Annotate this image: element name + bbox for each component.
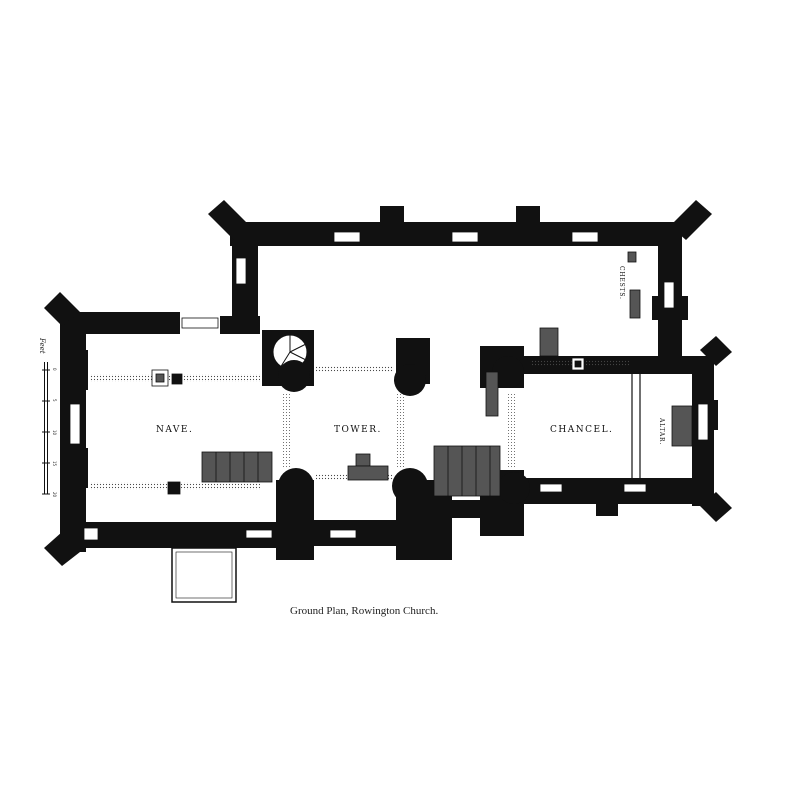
scale-bar: Feet 0 5 10 15 20 (38, 337, 57, 498)
altar-rail (631, 374, 641, 478)
scale-ticks: 0 5 10 15 20 (42, 368, 57, 498)
scale-label: Feet (38, 337, 46, 354)
caption: Ground Plan, Rowington Church. (290, 605, 438, 617)
scale-tick-label: 5 (52, 399, 57, 402)
label-tower: TOWER. (334, 425, 382, 435)
scale-tick-label: 15 (52, 461, 57, 467)
tower-piers (262, 330, 500, 560)
label-chancel: CHANCEL. (550, 425, 613, 435)
label-chests: CHESTS. (618, 266, 625, 300)
furniture (151, 251, 693, 497)
south-porch (171, 547, 237, 603)
scale-tick-label: 0 (52, 368, 57, 371)
scale-tick-label: 20 (52, 492, 57, 498)
chancel-walls (480, 336, 732, 536)
scale-tick-label: 10 (52, 430, 57, 436)
label-nave: NAVE. (156, 425, 193, 435)
window-openings (69, 231, 709, 541)
label-altar: ALTAR. (658, 417, 665, 445)
